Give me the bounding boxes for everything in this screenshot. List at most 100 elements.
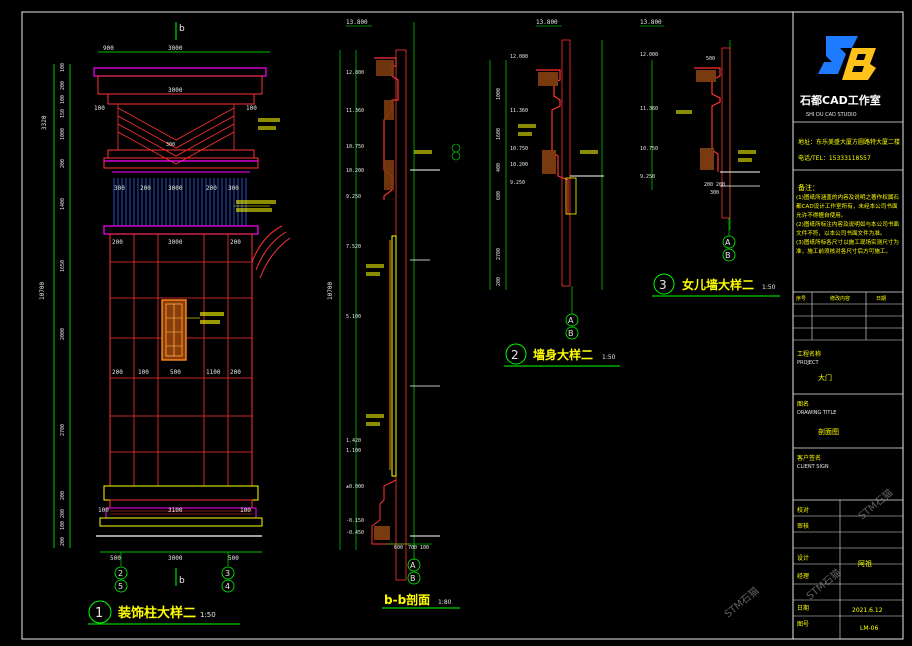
shaft-grid xyxy=(110,234,252,486)
svg-text:11.360: 11.360 xyxy=(510,108,528,114)
svg-text:日期: 日期 xyxy=(876,296,886,302)
svg-text:1.100: 1.100 xyxy=(346,448,361,454)
project-label: 工程名称 xyxy=(797,350,821,358)
dim-row2-c: 3000 xyxy=(168,185,183,192)
company-logo-icon xyxy=(818,30,876,80)
drawing4-title: 女儿墙大样二 xyxy=(682,277,754,292)
svg-text:600: 600 xyxy=(394,545,403,551)
date-value: 2021.6.12 xyxy=(852,607,883,614)
axis-bubble-a-bb xyxy=(407,558,421,572)
project-name: 大门 xyxy=(818,373,832,382)
note-2: (2)图纸所标注内容及说明如与本公司书面文件不符，以本公司书面文件为准。 xyxy=(796,222,900,237)
date-label: 日期 xyxy=(797,604,809,612)
svg-text:修改内容: 修改内容 xyxy=(830,295,850,302)
svg-text:5.100: 5.100 xyxy=(346,314,361,320)
drawing3-title: 墙身大样二 xyxy=(533,347,593,362)
dim-row3-d: 1100 xyxy=(206,369,221,376)
svg-text:100: 100 xyxy=(60,521,66,530)
revision-table xyxy=(793,292,903,341)
svg-text:100: 100 xyxy=(60,63,66,72)
section-mark-top: b xyxy=(179,24,185,34)
dim-row2-a: 300 xyxy=(114,185,125,192)
svg-text:B: B xyxy=(725,251,731,260)
dim-mid-a: 200 xyxy=(112,239,123,246)
svg-text:10.200: 10.200 xyxy=(346,168,364,174)
dim-top-2: 3000 xyxy=(168,45,183,52)
watermark-1: STM石猫 xyxy=(722,584,762,620)
svg-text:600: 600 xyxy=(496,191,502,200)
drawing1-scale: 1:50 xyxy=(200,611,216,619)
svg-text:200: 200 xyxy=(60,509,66,518)
svg-text:-0.450: -0.450 xyxy=(346,530,364,536)
svg-text:200: 200 xyxy=(60,159,66,168)
svg-text:200: 200 xyxy=(496,277,502,286)
svg-text:9.250: 9.250 xyxy=(346,194,361,200)
title-bubble-2 xyxy=(505,343,527,365)
drawing2-title: b-b剖面 xyxy=(384,592,430,607)
company-name: 石都CAD工作室 xyxy=(799,93,881,107)
dim-total-height: 10700 xyxy=(39,282,46,300)
svg-text:5: 5 xyxy=(118,582,123,591)
svg-text:150: 150 xyxy=(60,109,66,118)
svg-text:±0.000: ±0.000 xyxy=(346,484,364,490)
dim-row4-b: 3100 xyxy=(168,507,183,514)
section-mark-bottom: b xyxy=(179,576,185,586)
dim-side-total: 3320 xyxy=(41,115,48,130)
svg-text:2000: 2000 xyxy=(60,328,66,340)
svg-text:2: 2 xyxy=(511,348,519,362)
column-fins xyxy=(113,178,247,226)
svg-text:PROJECT: PROJECT xyxy=(797,360,820,366)
svg-text:经理: 经理 xyxy=(797,572,809,580)
drawing2-scale: 1:80 xyxy=(438,599,452,606)
drawing-frame xyxy=(21,11,904,640)
dim-row2-e: 300 xyxy=(228,185,239,192)
bb-top-elev: 13.800 xyxy=(346,19,368,26)
axis-bubble-b-bb xyxy=(407,571,421,585)
drawing-label: 图名 xyxy=(797,400,809,408)
svg-text:12.000: 12.000 xyxy=(640,52,658,58)
drawing4-scale: 1:50 xyxy=(762,284,776,291)
svg-text:10.750: 10.750 xyxy=(346,144,364,150)
svg-text:500: 500 xyxy=(706,56,715,62)
svg-text:12.000: 12.000 xyxy=(510,54,528,60)
svg-text:1650: 1650 xyxy=(60,260,66,272)
client-label: 客户签名 xyxy=(797,454,821,462)
dim-top-1: 900 xyxy=(103,45,114,52)
dim-row2-b: 200 xyxy=(140,185,151,192)
dim-row1-b: 3000 xyxy=(168,87,183,94)
note-1: (1)图纸所涵盖的内容及说明之著作权属石都CAD设计工作室所有，未经本公司书面允… xyxy=(796,195,900,219)
signature-grid xyxy=(793,500,903,639)
title-block: 石都CAD工作室 SHI DU CAD STUDIO 地址：东乐美盛大厦方圆路特… xyxy=(722,30,903,639)
column-crown xyxy=(93,67,267,77)
drawing-parapet-detail: 13.800 12.000 11.360 10.750 9.250 500 20… xyxy=(640,19,780,297)
svg-text:1: 1 xyxy=(95,606,103,621)
svg-text:10.750: 10.750 xyxy=(640,146,658,152)
svg-text:B: B xyxy=(568,329,574,338)
dim-row4-c: 100 xyxy=(240,507,251,514)
svg-text:审核: 审核 xyxy=(797,522,809,530)
svg-text:7.520: 7.520 xyxy=(346,244,361,250)
svg-text:10700: 10700 xyxy=(327,282,334,300)
svg-text:700: 700 xyxy=(408,545,417,551)
svg-text:1.420: 1.420 xyxy=(346,438,361,444)
axis-bubble-5 xyxy=(114,579,128,593)
svg-text:设计: 设计 xyxy=(797,554,809,562)
center-label-300: 300 xyxy=(166,142,175,148)
svg-text:2700: 2700 xyxy=(496,248,502,260)
svg-text:13.800: 13.800 xyxy=(536,19,558,26)
dim-row1-c: 100 xyxy=(246,105,257,112)
svg-text:2700: 2700 xyxy=(60,424,66,436)
svg-text:100: 100 xyxy=(420,545,429,551)
svg-text:10.750: 10.750 xyxy=(510,146,528,152)
axis-bubble-b-parapet xyxy=(722,248,736,262)
svg-text:13.800: 13.800 xyxy=(640,19,662,26)
svg-text:4: 4 xyxy=(225,582,230,591)
svg-text:2: 2 xyxy=(118,569,123,578)
axis-bubble-3 xyxy=(221,566,235,580)
dim-bottom-a: 500 xyxy=(110,555,121,562)
svg-text:200: 200 xyxy=(60,81,66,90)
svg-text:B: B xyxy=(410,574,416,583)
title-bubble-3 xyxy=(653,273,675,295)
